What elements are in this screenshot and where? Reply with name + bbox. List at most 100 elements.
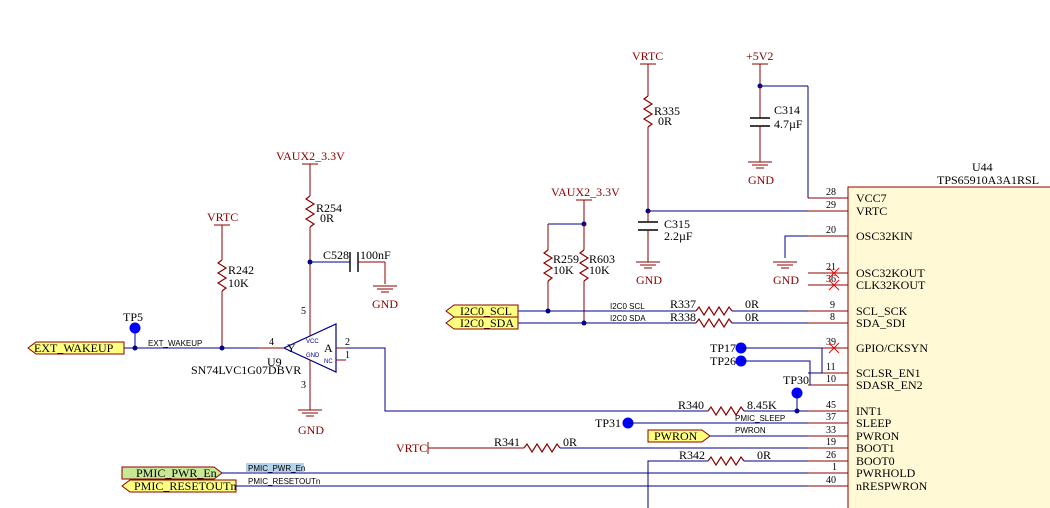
ic-u44-pin-num: 37 [826,412,836,423]
ic-u44-pin-name: OSC32KOUT [856,266,925,280]
ext-wakeup-line: EXT_WAKEUP TP5 [123,310,258,351]
ic-u44-pin-name: VCC7 [856,191,887,205]
buffer-u9-nc-label: NC [324,359,333,365]
port-i2c0-sda-label: I2C0_SDA [460,316,514,330]
v5v2-c314-branch: +5V2 C314 4.7µF GND [746,49,809,198]
resistor-r254-ref: R254 [316,201,342,215]
resistor-r335-value: 0R [658,114,672,128]
power-label-vaux2: VAUX2_3.3V [551,185,620,199]
resistor-r335-ref: R335 [654,104,680,118]
port-pwron[interactable]: PWRON [647,429,711,443]
ic-u44-pin-name: VRTC [856,204,887,218]
gnd-symbol [298,409,322,417]
ic-u44-pin-num: 33 [826,425,836,436]
ic-u44-pin-name: nRESPWRON [856,479,928,493]
ic-u44-pin-name: GPIO/CKSYN [856,341,928,355]
port-ext-wakeup[interactable]: EXT_WAKEUP [27,341,125,355]
resistor-r338-value: 0R [745,310,759,324]
no-connect-marks [828,267,840,354]
ic-u44-pin-name: BOOT1 [856,441,895,455]
test-point-tp5-label: TP5 [123,310,143,324]
ic-u44-pin-num: 9 [830,300,835,311]
net-label-pmic-resetoutn: PMIC_RESETOUTn [248,477,320,486]
net-label-ext-wakeup: EXT_WAKEUP [148,339,202,348]
power-label-vrtc: VRTC [396,441,427,455]
ic-u44-pin-name: PWRON [856,429,900,443]
buffer-u9-vcc-label: VCC [306,339,319,345]
test-point-tp26-label: TP26 [710,354,736,368]
ic-u44-pin-num: 20 [826,225,836,236]
i2c-pullups: VAUX2_3.3V R259 10K R603 10K [542,185,620,326]
ic-u44-pin-name: PWRHOLD [856,466,916,480]
ic-u44-ref: U44 [972,160,993,174]
resistor-r341-ref: R341 [494,435,520,449]
gnd-label: GND [636,273,662,287]
net-label-box [246,463,304,472]
power-label-vrtc: VRTC [207,210,238,224]
buffer-u9-ref: U9 [267,355,282,369]
gnd-symbol [748,158,772,169]
port-ext-wakeup-label: EXT_WAKEUP [34,341,114,355]
power-label-vaux2: VAUX2_3.3V [276,149,345,163]
resistor-r342 [707,455,745,467]
buffer-u9-a-label: A [324,341,333,355]
buffer-u9-pin-gnd: 3 [301,380,306,391]
ic-u44[interactable]: U44 TPS65910A3A1RSL 28 29 20 21 36 [808,160,1050,508]
resistor-r337-value: 0R [745,297,759,311]
resistor-r341-value: 0R [563,435,577,449]
gnd-symbol [636,256,660,269]
ic-u44-pin-lines [808,197,848,487]
buffer-u9-pin-a: 2 [345,337,350,348]
resistor-r342-ref: R342 [679,448,705,462]
ic-u44-pin-num: 19 [826,437,836,448]
resistor-r242 [216,259,228,292]
test-point-tp31-label: TP31 [595,416,621,430]
tp31: TP31 PMIC_SLEEP [595,414,808,430]
capacitor-c314-ref: C314 [774,103,800,117]
power-label-vrtc: VRTC [632,49,663,63]
resistor-r603-ref: R603 [589,252,615,266]
ic-u44-pin-num: 45 [826,400,836,411]
vrtc-r335-branch: VRTC R335 0R C315 2.2µF GND [632,49,808,287]
buffer-u9-gnd-label: GND [306,353,320,359]
resistor-r242-ref: R242 [228,263,254,277]
port-i2c0-sda[interactable]: I2C0_SDA [445,316,519,330]
ic-u44-pin-num: 8 [830,312,835,323]
ic-u44-pin-num: 11 [826,362,836,373]
buffer-u9-pin-nc: 1 [345,350,350,361]
resistor-r337 [695,305,733,317]
port-i2c0-scl-label: I2C0_SCL [460,304,512,318]
resistor-r340-ref: R340 [678,398,704,412]
test-point-tp30-label: TP30 [783,373,809,387]
buffer-u9-pin-vcc: 5 [301,306,306,317]
osc32kin-gnd: GND [773,235,808,287]
buffer-u9-part: SN74LVC1G07DBVR [191,363,301,377]
resistor-r259 [542,249,554,282]
tp30: TP30 [783,373,809,414]
port-pmic-pwr-en-label: PMIC_PWR_En [136,466,217,480]
port-pmic-pwr-en[interactable]: PMIC_PWR_En [121,466,223,480]
ic-u44-pin-name: SDA_SDI [856,316,905,330]
resistor-r337-ref: R337 [670,297,696,311]
port-pmic-resetoutn[interactable]: PMIC_RESETOUTn [121,479,237,493]
gnd-label: GND [748,173,774,187]
buffer-u9-y-label: Y [287,341,296,355]
resistor-r342-value: 0R [757,448,771,462]
ic-u44-pin-name: BOOT0 [856,454,895,468]
buffer-u9[interactable]: Y A VCC GND NC 4 2 1 5 3 U9 SN74LVC1G07D… [191,306,350,410]
port-i2c0-scl[interactable]: I2C0_SCL [445,304,519,318]
ic-u44-pin-num: 40 [826,475,836,486]
resistor-r259-ref: R259 [553,252,579,266]
ic-u44-part: TPS65910A3A1RSL [937,173,1039,187]
test-point-tp5[interactable] [129,322,141,334]
ic-u44-pin-num: 29 [826,200,836,211]
gnd-label: GND [372,297,398,311]
resistor-r254 [304,195,316,228]
port-pmic-resetoutn-label: PMIC_RESETOUTn [134,479,236,493]
gnd-label: GND [298,423,324,437]
i2c-lines: R337 0R I2C0 SCL R338 0R I2C0 SDA [518,297,808,329]
ic-u44-pin-num: 10 [826,374,836,385]
ic-u44-pin-name: SDASR_EN2 [856,378,923,392]
resistor-r242-value: 10K [228,276,249,290]
